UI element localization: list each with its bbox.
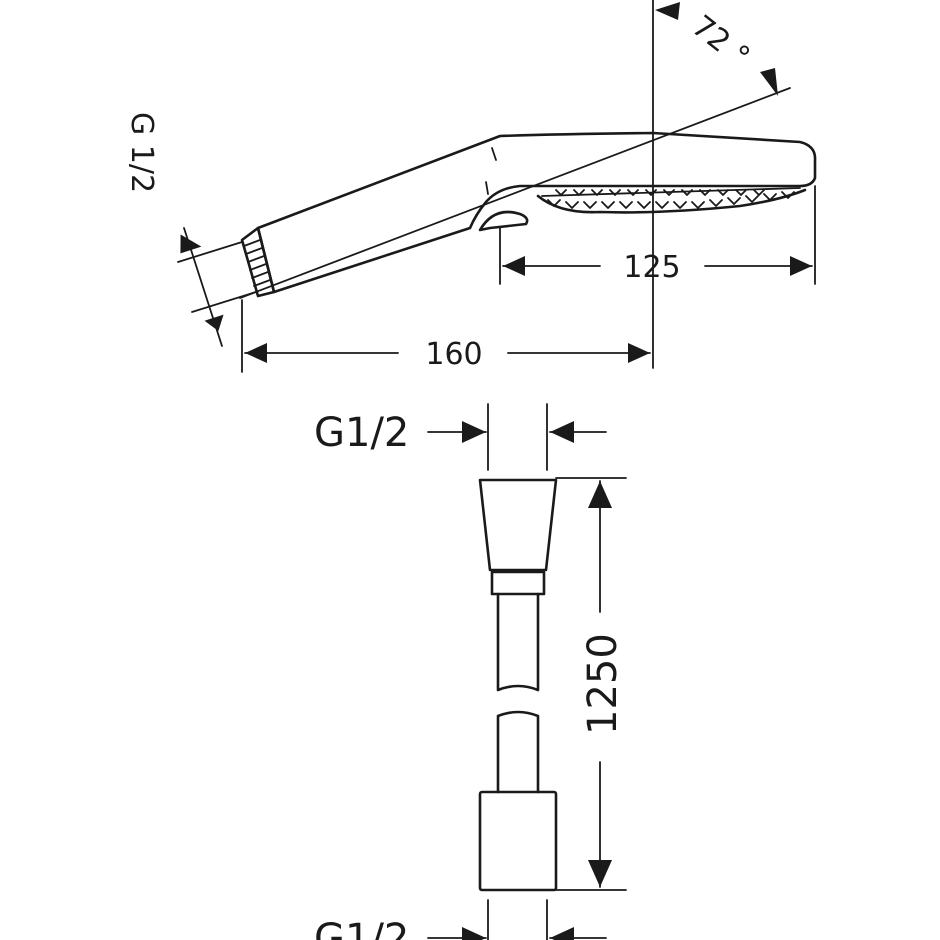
head-width-dimension: 125 xyxy=(499,185,816,285)
angle-arrow-right xyxy=(760,68,778,96)
angle-label: 72 ° xyxy=(685,9,756,75)
hand-shower-view: 72 ° G 1/2 xyxy=(124,0,817,373)
thread-dimension: G 1/2 xyxy=(124,112,257,347)
top-nut xyxy=(478,478,558,572)
total-length-label: 160 xyxy=(425,337,482,372)
bottom-nut xyxy=(478,790,558,892)
bottom-thread-dimension: G1/2 xyxy=(314,899,607,940)
angle-arrow-left xyxy=(655,2,680,20)
shower-handle xyxy=(240,131,817,298)
top-ferrule xyxy=(490,570,546,596)
hose-lower-segment xyxy=(496,710,540,794)
bottom-thread-label: G1/2 xyxy=(314,916,409,940)
shower-axis-line xyxy=(239,87,791,299)
top-thread-dimension: G1/2 xyxy=(314,403,607,471)
hose-upper-segment xyxy=(496,592,540,692)
hose-view: G1/2 1250 G1/2 xyxy=(314,403,627,940)
head-width-label: 125 xyxy=(623,250,680,285)
top-thread-label: G1/2 xyxy=(314,410,409,456)
thread-label: G 1/2 xyxy=(124,112,159,193)
hose-length-dimension: 1250 xyxy=(555,477,627,891)
total-length-dimension: 160 xyxy=(241,299,651,373)
hose-length-label: 1250 xyxy=(580,633,626,735)
